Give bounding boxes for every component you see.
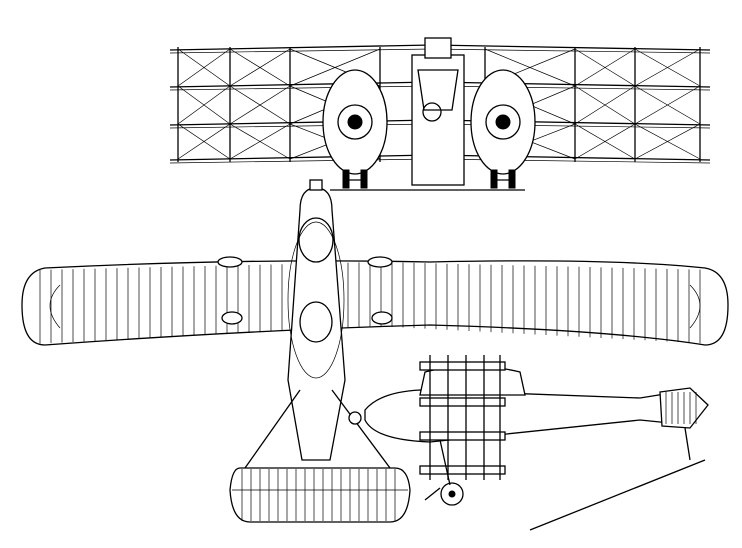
top-view-wing	[21, 260, 729, 346]
right-tail-boom	[331, 389, 391, 469]
front-wing-plane-edge	[169, 123, 433, 129]
top-view-fuselage	[287, 187, 346, 461]
left-nacelle-tail	[221, 311, 243, 325]
bracing-wire	[289, 48, 381, 87]
bracing-wire	[229, 123, 291, 160]
right-engine-top	[367, 256, 393, 268]
top-view-wing-ribs	[39, 262, 701, 344]
side-wing-section	[419, 361, 506, 371]
left-engine-icon	[337, 104, 373, 140]
bracing-wire	[634, 48, 701, 87]
side-view-ground-line	[529, 459, 706, 531]
nose-gun-side	[348, 411, 362, 425]
nose-gun	[309, 179, 323, 191]
bracing-wire	[574, 85, 636, 125]
tailplane-ribs	[232, 469, 408, 521]
bracing-wire	[574, 48, 636, 87]
front-view	[169, 37, 711, 191]
skid	[424, 487, 441, 501]
front-wing-plane-edge	[431, 158, 711, 164]
front-wing-plane	[169, 119, 433, 126]
side-view-wings	[419, 355, 506, 480]
front-wing-plane-edge	[169, 85, 433, 91]
tail-skid	[684, 427, 691, 461]
top-view-tailplane	[229, 467, 411, 523]
top-view	[21, 179, 729, 523]
front-wing-plane	[431, 44, 711, 51]
right-aileron-line	[689, 284, 701, 329]
right-nacelle-tail	[371, 311, 393, 325]
front-cockpit	[298, 217, 334, 263]
front-wing-plane	[169, 81, 433, 88]
left-aileron-line	[49, 284, 61, 329]
bracing-wire	[177, 85, 231, 125]
bracing-wire	[574, 123, 636, 160]
gear-strut	[439, 439, 451, 486]
rudder-ribs	[665, 392, 697, 424]
nose-gun-ring	[422, 102, 442, 122]
right-engine-icon	[485, 104, 521, 140]
front-view-radiator	[417, 69, 459, 111]
side-view	[348, 355, 709, 531]
side-wing-section	[419, 397, 506, 407]
side-view-fuselage	[364, 389, 706, 443]
front-view-landing-gear	[342, 169, 516, 189]
front-wing-plane	[169, 154, 433, 161]
front-wing-plane-edge	[169, 48, 433, 54]
bracing-wire	[634, 85, 701, 125]
left-engine-top	[217, 256, 243, 268]
bracing-wire	[177, 48, 231, 87]
fuselage-outline	[287, 221, 345, 379]
bracing-wire	[229, 48, 291, 87]
right-engine-hub	[495, 114, 511, 130]
front-wing-plane	[169, 44, 433, 51]
wheel-hub	[448, 490, 456, 498]
bracing-wire	[229, 85, 291, 125]
side-wing-section	[419, 431, 506, 441]
front-view-cockpit	[424, 37, 452, 59]
left-tail-boom	[244, 389, 301, 469]
bracing-wire	[177, 123, 231, 160]
left-engine-hub	[347, 114, 363, 130]
bracing-wire	[634, 123, 701, 160]
side-wing-section	[419, 465, 506, 475]
front-wing-plane-edge	[169, 158, 433, 164]
rear-cockpit	[299, 301, 333, 343]
